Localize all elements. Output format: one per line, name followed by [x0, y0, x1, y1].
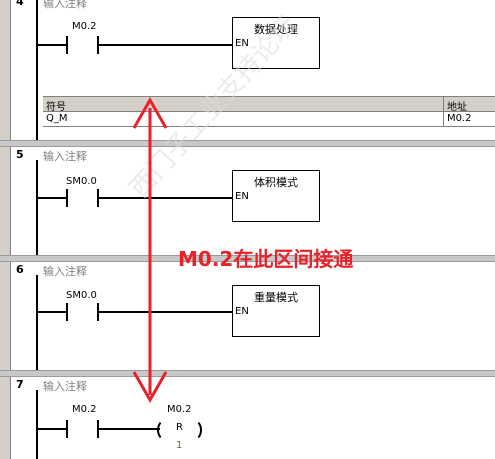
network-6-number: 6 [16, 263, 24, 276]
network-7-wire-in [37, 428, 67, 430]
network-6-contact-left[interactable] [66, 303, 68, 321]
network-separator [0, 370, 495, 377]
network-5-contact-left[interactable] [66, 189, 68, 207]
reset-coil-count: 1 [176, 440, 183, 451]
network-6-contact-label[interactable]: SM0.0 [66, 290, 97, 301]
reset-coil-type: R [176, 422, 183, 433]
network-separator [0, 255, 495, 262]
symbol-header: 符号 [46, 102, 66, 113]
network-5-comment[interactable]: 输入注释 [43, 150, 87, 163]
network-7-comment[interactable]: 输入注释 [43, 380, 87, 393]
network-5-power-rail [36, 160, 38, 255]
network-4-contact-left[interactable] [66, 36, 68, 54]
network-4-comment[interactable]: 输入注释 [43, 0, 87, 10]
address-cell: M0.2 [447, 113, 472, 124]
symbol-table-row[interactable]: Q_M M0.2 [43, 112, 495, 127]
network-5-box-volume-mode[interactable]: 体积模式 EN [232, 170, 320, 222]
reset-coil-left[interactable] [157, 419, 175, 441]
box-en-pin: EN [235, 191, 249, 202]
network-4-power-rail [36, 0, 38, 140]
reset-coil-right[interactable] [184, 419, 202, 441]
network-5-wire-out [98, 197, 233, 199]
symbol-cell: Q_M [46, 113, 68, 124]
network-4-box-data-processing[interactable]: 数据处理 EN [232, 17, 320, 69]
network-7-power-rail [36, 390, 38, 459]
network-4-wire-in [37, 44, 67, 46]
network-4-wire-out [98, 44, 233, 46]
column-divider [443, 97, 444, 127]
box-title: 数据处理 [254, 23, 298, 36]
network-7-number: 7 [16, 378, 24, 391]
left-gutter [0, 0, 11, 459]
box-en-pin: EN [235, 38, 249, 49]
network-5-contact-label[interactable]: SM0.0 [66, 176, 97, 187]
annotation-text: M0.2在此区间接通 [178, 247, 354, 271]
network-6-wire-out [98, 311, 233, 313]
network-6-box-weight-mode[interactable]: 重量模式 EN [232, 285, 320, 337]
network-5-wire-in [37, 197, 67, 199]
network-5-number: 5 [16, 148, 24, 161]
network-7-contact-label[interactable]: M0.2 [72, 404, 97, 415]
network-7-wire-out [98, 428, 160, 430]
network-7-contact-left[interactable] [66, 420, 68, 438]
network-separator [0, 140, 495, 147]
network-6-comment[interactable]: 输入注释 [43, 265, 87, 278]
box-title: 体积模式 [254, 176, 298, 189]
address-header: 地址 [447, 102, 467, 113]
network-4-number: 4 [16, 0, 24, 8]
network-4-contact-label[interactable]: M0.2 [72, 21, 97, 32]
box-en-pin: EN [235, 306, 249, 317]
box-title: 重量模式 [254, 291, 298, 304]
network-6-power-rail [36, 275, 38, 370]
network-7-coil-address[interactable]: M0.2 [167, 404, 192, 415]
network-6-wire-in [37, 311, 67, 313]
